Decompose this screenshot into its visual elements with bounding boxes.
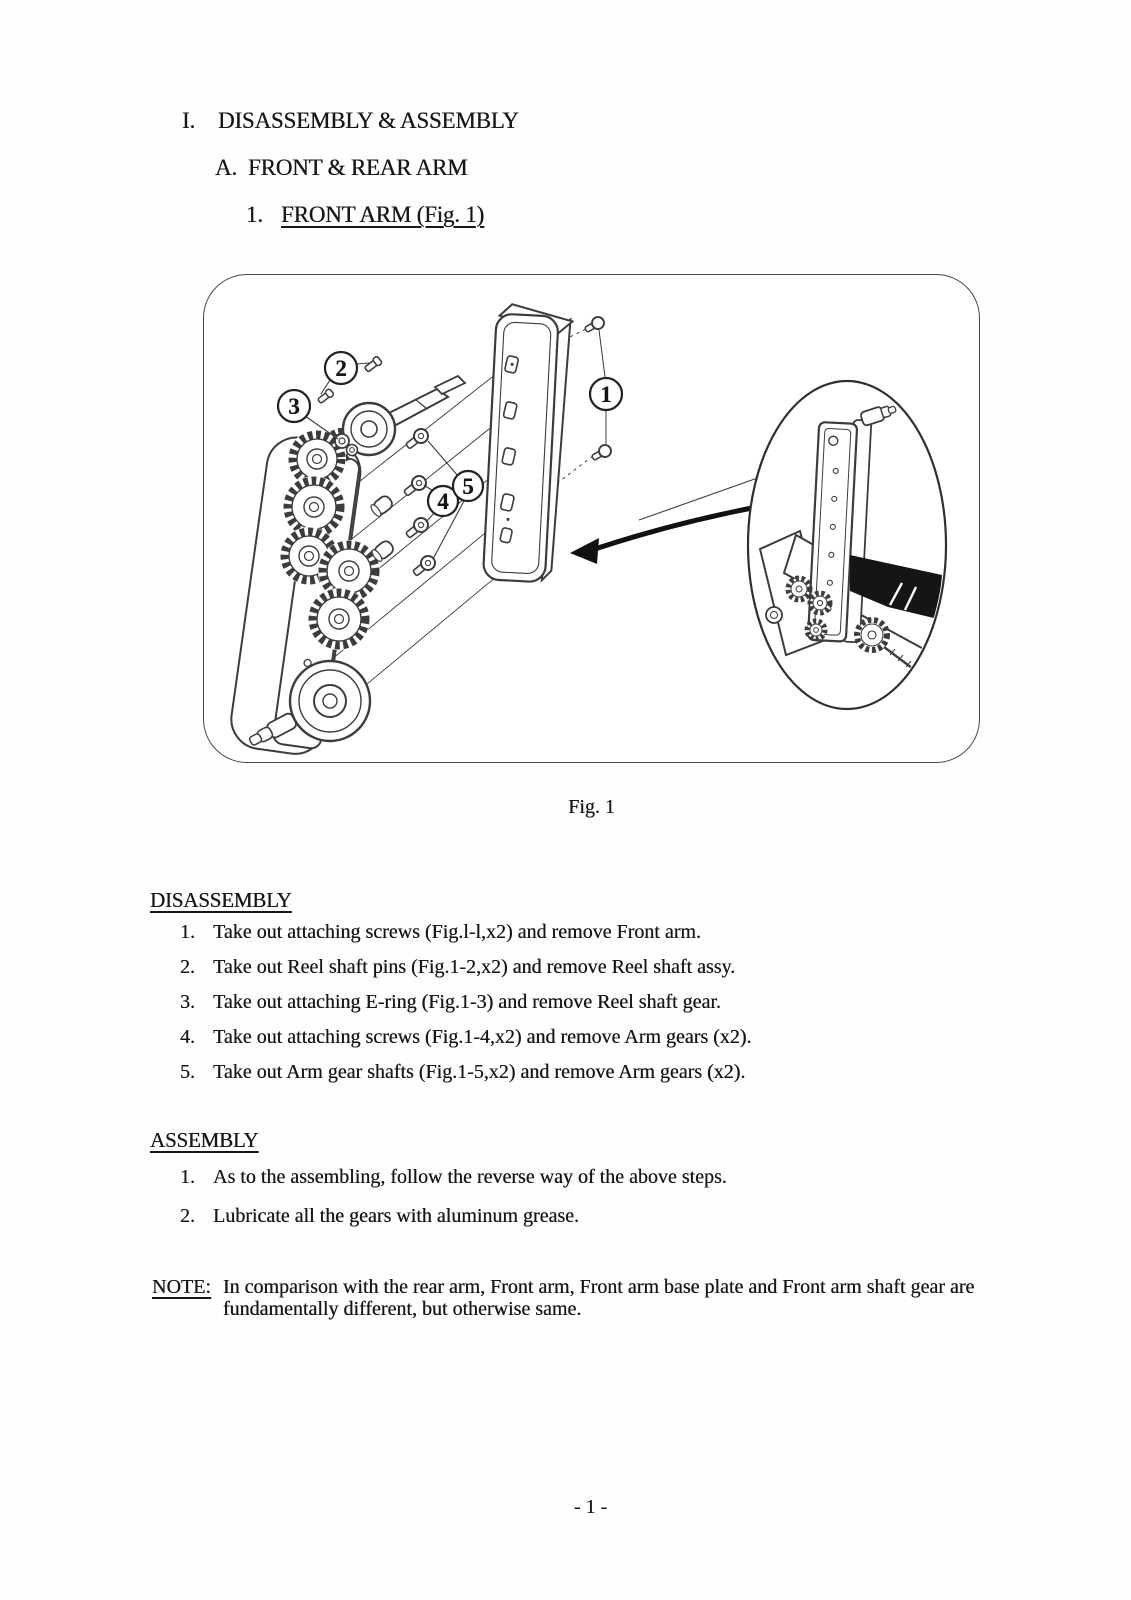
list-item: 2. Take out Reel shaft pins (Fig.1-2,x2) … xyxy=(180,956,735,979)
list-item: 2. Lubricate all the gears with aluminum … xyxy=(180,1205,579,1228)
list-item: 4. Take out attaching screws (Fig.1-4,x2)… xyxy=(180,1026,751,1049)
e-ring xyxy=(334,433,351,450)
svg-text:3: 3 xyxy=(289,394,301,419)
disassembly-title: DISASSEMBLY xyxy=(150,888,292,912)
subsubsection-heading: 1. FRONT ARM (Fig. 1) xyxy=(246,202,484,228)
detail-black-bracket xyxy=(850,555,943,620)
list-item: 5. Take out Arm gear shafts (Fig.1-5,x2) … xyxy=(180,1061,745,1084)
note-block: NOTE: In comparison with the rear arm, F… xyxy=(152,1276,1025,1320)
svg-text:4: 4 xyxy=(438,489,450,514)
subsection-number: A. xyxy=(215,155,237,180)
detail-ellipse-view xyxy=(747,380,948,711)
item-number: 1. xyxy=(180,921,195,943)
front-arm-cover xyxy=(482,303,575,584)
item-number: 2. xyxy=(180,956,195,978)
item-text: Take out Arm gear shafts (Fig.1-5,x2) an… xyxy=(213,1061,746,1083)
svg-text:1: 1 xyxy=(601,382,613,407)
section-title: DISASSEMBLY & ASSEMBLY xyxy=(218,108,519,133)
item-text: As to the assembling, follow the reverse… xyxy=(213,1166,727,1188)
list-item: 3. Take out attaching E-ring (Fig.1-3) an… xyxy=(180,991,721,1014)
subsubsection-title: FRONT ARM (Fig. 1) xyxy=(281,202,485,227)
note-text: In comparison with the rear arm, Front a… xyxy=(222,1276,975,1320)
figure-illustration: 1 2 3 4 5 xyxy=(230,303,948,756)
gear-spacer xyxy=(371,540,395,563)
subsection-heading: A. FRONT & REAR ARM xyxy=(215,155,468,181)
svg-text:5: 5 xyxy=(463,474,475,499)
list-item: 1. Take out attaching screws (Fig.l-l,x2)… xyxy=(180,921,701,944)
arm-gears xyxy=(280,428,381,651)
figure-frame: 1 2 3 4 5 xyxy=(203,274,980,763)
item-number: 5. xyxy=(180,1061,195,1083)
reel-shaft-pulley xyxy=(249,660,372,747)
subsubsection-number: 1. xyxy=(246,202,263,227)
item-text: Take out attaching screws (Fig.1-4,x2) a… xyxy=(213,1026,752,1048)
item-number: 4. xyxy=(180,1026,195,1048)
item-text: Take out Reel shaft pins (Fig.1-2,x2) an… xyxy=(213,956,736,978)
list-item: 1. As to the assembling, follow the rever… xyxy=(180,1166,727,1189)
cover-slots xyxy=(499,355,520,544)
assembly-title: ASSEMBLY xyxy=(150,1128,259,1152)
detail-gears xyxy=(765,575,918,673)
gear-spacer xyxy=(370,495,394,518)
detail-top-stud xyxy=(860,406,897,427)
reel-shaft-assy xyxy=(318,356,467,457)
detail-pointer-arrow xyxy=(570,501,776,565)
section-number: I. xyxy=(182,108,196,133)
cover-attaching-screws xyxy=(584,316,613,461)
reel-shaft-pin xyxy=(364,356,383,373)
page-number: - 1 - xyxy=(573,1496,608,1518)
subsection-title: FRONT & REAR ARM xyxy=(248,155,468,180)
note-label: NOTE: xyxy=(152,1276,211,1298)
callout-1: 1 xyxy=(589,377,624,412)
callout-4: 4 xyxy=(427,485,460,518)
section-heading: I. DISASSEMBLY & ASSEMBLY xyxy=(182,108,519,134)
item-number: 3. xyxy=(180,991,195,1013)
item-text: Take out attaching E-ring (Fig.1-3) and … xyxy=(213,991,721,1013)
figure-caption: Fig. 1 xyxy=(568,796,615,818)
item-number: 2. xyxy=(180,1205,195,1227)
attaching-screws xyxy=(370,428,437,577)
callout-3: 3 xyxy=(277,389,312,424)
item-number: 1. xyxy=(180,1166,195,1188)
callout-2: 2 xyxy=(324,351,359,386)
item-text: Take out attaching screws (Fig.l-l,x2) a… xyxy=(213,921,701,943)
callout-5: 5 xyxy=(452,470,485,503)
item-text: Lubricate all the gears with aluminum gr… xyxy=(213,1205,579,1227)
reel-shaft-pin xyxy=(318,388,335,404)
svg-text:2: 2 xyxy=(336,356,348,381)
